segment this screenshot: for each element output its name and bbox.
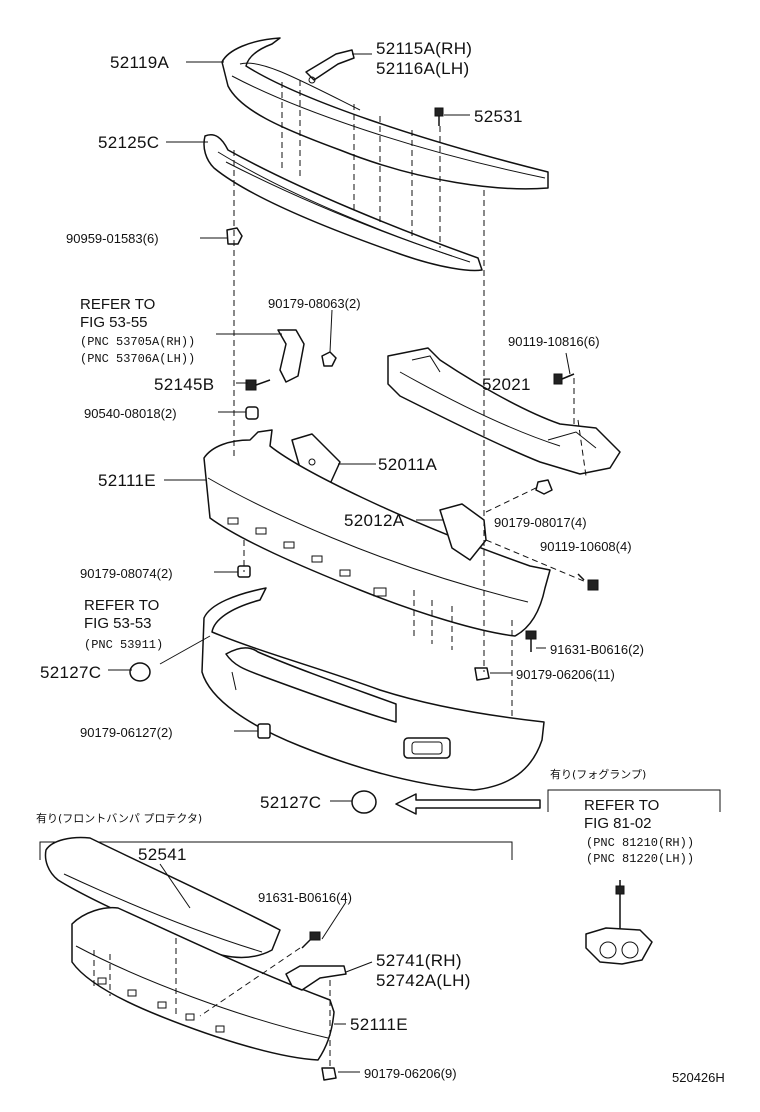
label-52111E-bottom: 52111E bbox=[350, 1015, 408, 1034]
label-52119A: 52119A bbox=[110, 53, 170, 72]
label-90540: 90540-08018(2) bbox=[84, 406, 177, 421]
nut-90540-drawing bbox=[245, 406, 259, 420]
label-52127C-a: 52127C bbox=[40, 663, 101, 682]
screw-52531-drawing bbox=[434, 107, 444, 126]
assembly-dashed-lines bbox=[93, 80, 587, 1068]
leader-lines bbox=[108, 53, 571, 1073]
label-91631-b0616-4: 91631-B0616(4) bbox=[258, 890, 352, 905]
note-protector: 有り(フロントバンパ プロテクタ) bbox=[36, 811, 202, 825]
foglamp-arrow bbox=[395, 793, 541, 815]
front-bumper-drawing bbox=[203, 429, 551, 637]
label-90179-06206-11: 90179-06206(11) bbox=[516, 667, 615, 682]
upper-bumper-cover-drawing bbox=[221, 37, 549, 190]
nut-90179-06127-drawing bbox=[257, 723, 271, 739]
refer2-line1: REFER TO bbox=[84, 597, 159, 614]
label-52125C: 52125C bbox=[98, 133, 159, 152]
refer2-line3: (PNC 53911) bbox=[84, 638, 163, 652]
label-90959: 90959-01583(6) bbox=[66, 231, 159, 246]
refer3-line4: (PNC 81220(LH)) bbox=[586, 852, 694, 866]
label-52011A: 52011A bbox=[378, 455, 438, 474]
nut-90179-06206-9-drawing bbox=[321, 1067, 337, 1081]
foglamp-section-bracket bbox=[547, 789, 721, 812]
protector-section-bracket bbox=[39, 841, 513, 860]
refer1-line2: FIG 53-55 bbox=[80, 314, 148, 331]
label-52531: 52531 bbox=[474, 107, 523, 126]
label-90179-08074: 90179-08074(2) bbox=[80, 566, 173, 581]
bumper-reinforcement-drawing bbox=[387, 347, 621, 475]
label-52021: 52021 bbox=[482, 375, 531, 394]
lower-bumper-drawing bbox=[201, 587, 545, 791]
cap-52127C-drawing bbox=[129, 662, 377, 814]
label-90179-08017: 90179-08017(4) bbox=[494, 515, 587, 530]
refer1-line1: REFER TO bbox=[80, 296, 155, 313]
refer1-line3: (PNC 53705A(RH)) bbox=[80, 335, 195, 349]
label-52541: 52541 bbox=[138, 845, 187, 864]
bolt-90119-10608-drawing bbox=[577, 573, 599, 591]
label-52012A: 52012A bbox=[344, 511, 405, 530]
part-labels: 52119A 52115A(RH) 52116A(LH) 52531 52125… bbox=[36, 39, 725, 1085]
bracket-52741-drawing bbox=[285, 965, 347, 991]
label-90179-06127: 90179-06127(2) bbox=[80, 725, 173, 740]
nut-90179-06206-drawing bbox=[474, 667, 490, 681]
refer3-line1: REFER TO bbox=[584, 797, 659, 814]
figure-code: 520426H bbox=[672, 1070, 725, 1085]
label-52111E-top: 52111E bbox=[98, 471, 156, 490]
lower-front-bumper-drawing bbox=[71, 906, 335, 1061]
label-90179-06206-9: 90179-06206(9) bbox=[364, 1066, 457, 1081]
label-90119-10608: 90119-10608(4) bbox=[540, 539, 632, 554]
bolt-90119-10816-drawing bbox=[553, 373, 575, 385]
refer1-line4: (PNC 53706A(LH)) bbox=[80, 352, 195, 366]
label-90119-10816: 90119-10816(6) bbox=[508, 334, 600, 349]
nut-90179-08017-drawing bbox=[535, 479, 553, 495]
label-52116A: 52116A(LH) bbox=[376, 59, 469, 78]
label-52145B: 52145B bbox=[154, 375, 214, 394]
side-bracket-drawing bbox=[277, 329, 337, 383]
label-52741: 52741(RH) bbox=[376, 951, 462, 970]
label-52742A: 52742A(LH) bbox=[376, 971, 471, 990]
upper-bracket-drawing bbox=[305, 49, 355, 84]
grille-support-drawing bbox=[203, 134, 483, 272]
refer3-line3: (PNC 81210(RH)) bbox=[586, 836, 694, 850]
refer3-line2: FIG 81-02 bbox=[584, 815, 652, 832]
bolt-91631-b0616-4-drawing bbox=[301, 931, 321, 949]
refer2-line2: FIG 53-53 bbox=[84, 615, 152, 632]
fog-lamp-drawing bbox=[585, 880, 653, 965]
bolt-52145B-drawing bbox=[245, 379, 271, 391]
label-90179-08063: 90179-08063(2) bbox=[268, 296, 361, 311]
label-52127C-b: 52127C bbox=[260, 793, 321, 812]
label-52115A: 52115A(RH) bbox=[376, 39, 472, 58]
bumper-protector-drawing bbox=[44, 836, 281, 959]
bolt-91631-b0616-drawing bbox=[525, 630, 537, 652]
label-91631-b0616-2: 91631-B0616(2) bbox=[550, 642, 644, 657]
note-foglamp: 有り(フォグランプ) bbox=[550, 767, 646, 781]
